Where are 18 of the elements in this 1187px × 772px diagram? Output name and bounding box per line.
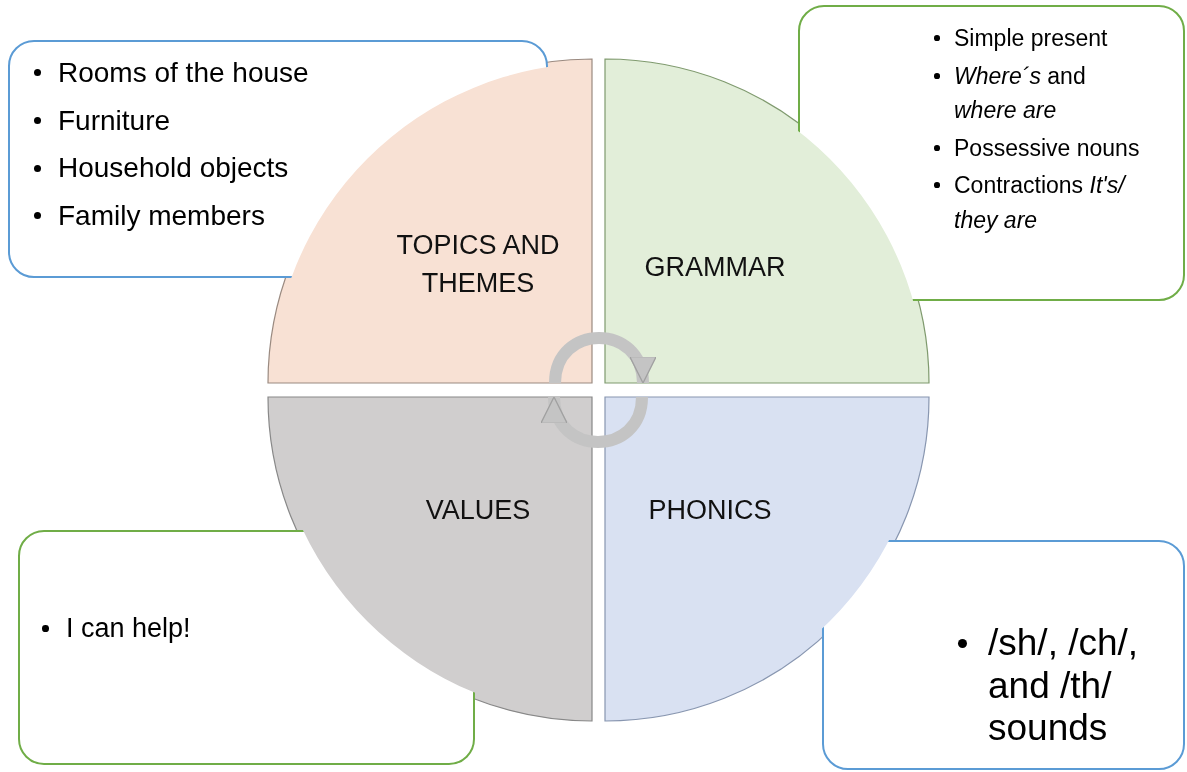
bullet-text: /sh/, /ch/, and /th/ sounds <box>988 622 1139 749</box>
curved-arrow <box>549 332 654 384</box>
quadrant-title: GRAMMAR <box>643 251 787 284</box>
curved-arrow <box>543 396 648 448</box>
callout-box <box>822 540 1185 770</box>
quadrant-title: TOPICS AND THEMES <box>395 229 561 300</box>
bullet-text: I can help! <box>66 613 191 643</box>
bullet-text: Contractions It's/ they are <box>954 172 1125 233</box>
bullet-text: Simple present <box>954 25 1108 51</box>
quadrant-title: VALUES <box>424 494 532 527</box>
bullet-text: Where´s and where are <box>954 62 1086 123</box>
bullet-text: Rooms of the house <box>58 57 309 88</box>
bullet-text: Household objects <box>58 152 289 184</box>
quadrant-title: PHONICS <box>647 494 773 527</box>
bullet-text: Furniture <box>58 104 171 136</box>
callout-box <box>798 5 1185 301</box>
bullet-text: Family members <box>58 199 265 231</box>
bullet-text: Possessive nouns <box>954 134 1140 161</box>
